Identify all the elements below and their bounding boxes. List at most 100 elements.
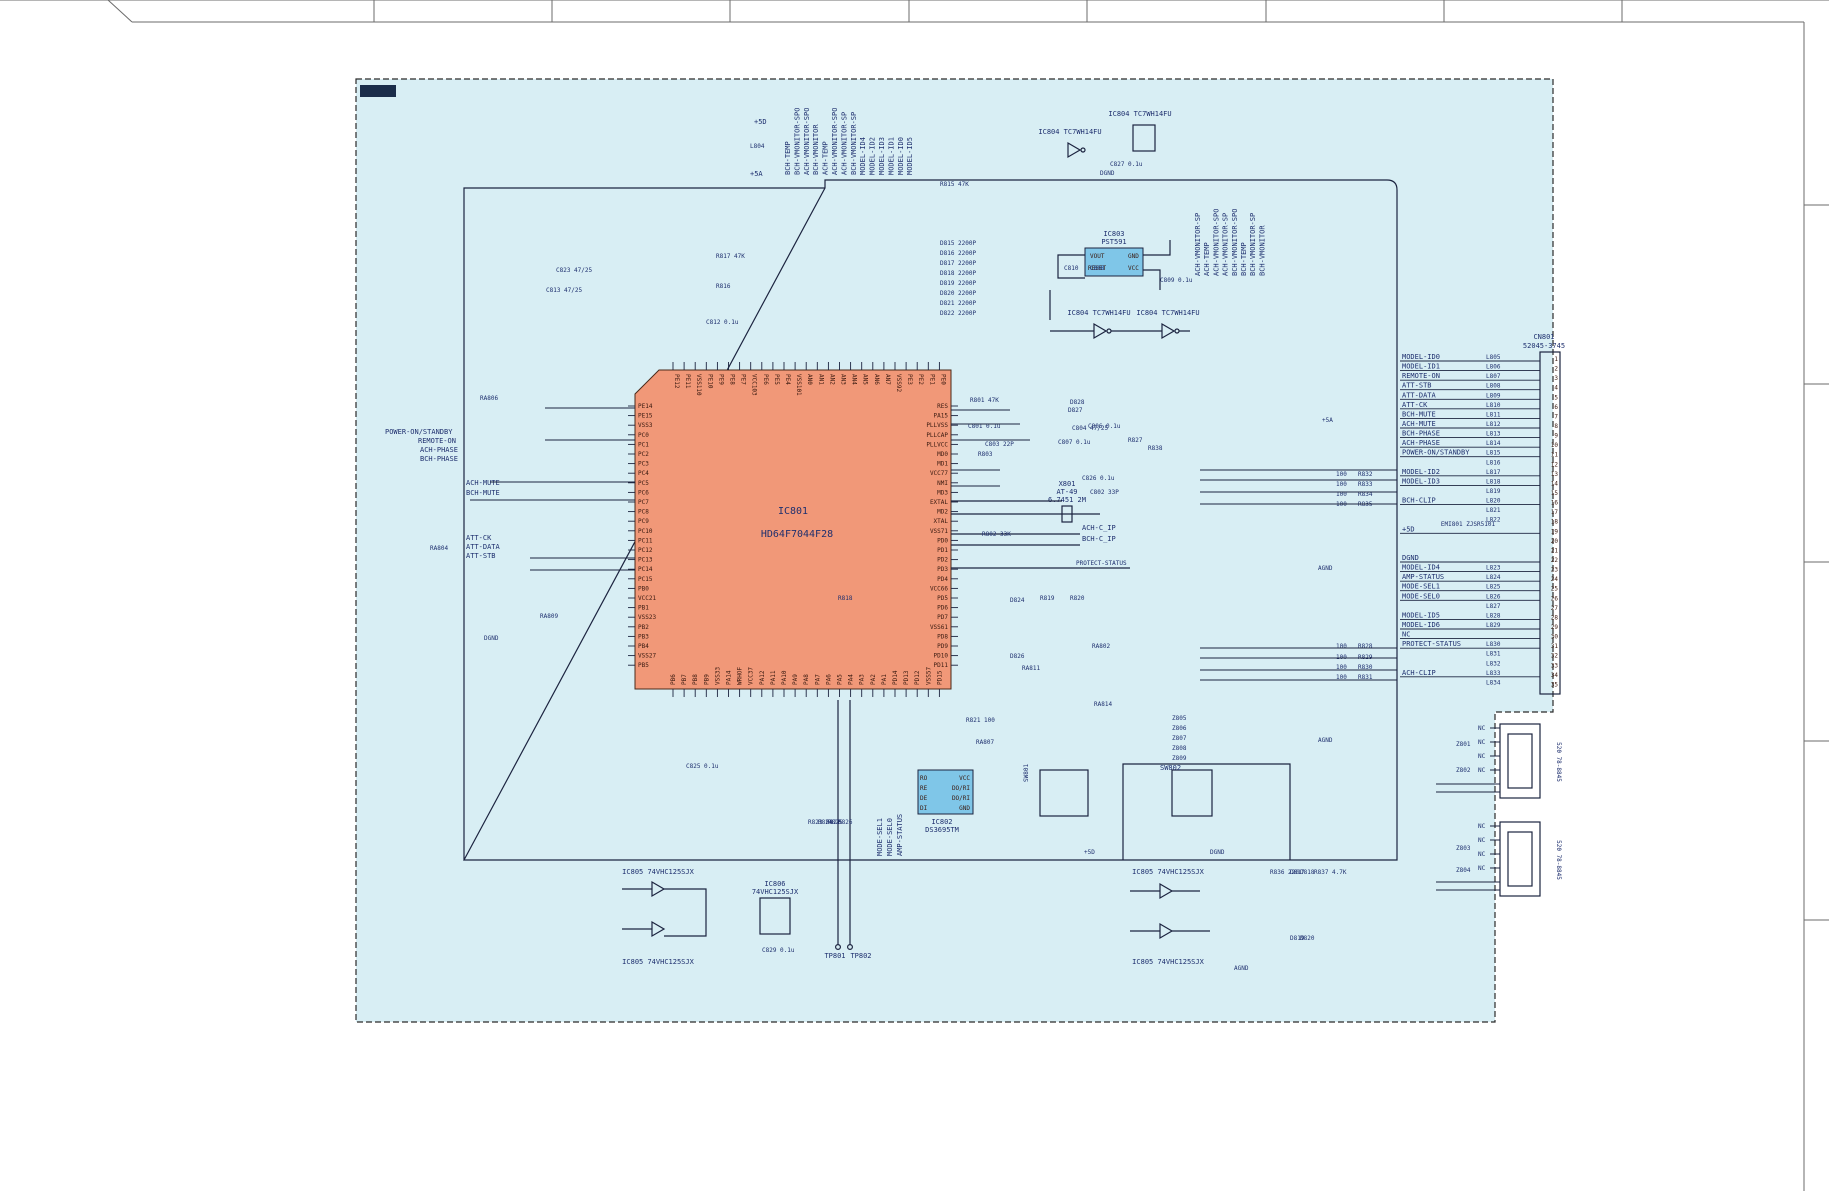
- left-net-label: ACH-PHASE: [420, 446, 458, 454]
- ic803-ref: IC803: [1103, 230, 1124, 238]
- component-label: R820: [1070, 595, 1085, 602]
- ic801-top-pin-label: PE10: [706, 374, 713, 389]
- jack2-nc-2: NC: [1478, 837, 1486, 844]
- ic801-left-pins: PE14PE15VSS3PC0PC1PC2PC3PC4PC5PC6PC7PC8P…: [628, 403, 656, 669]
- ic801-left-pin-label: VSS23: [638, 614, 656, 621]
- cn801-inductor-label: L807: [1486, 373, 1501, 380]
- ic801-top-pin-label: PE0: [939, 374, 946, 385]
- ic801: IC801 HD64F7044F28 PE14PE15VSS3PC0PC1PC2…: [628, 362, 958, 697]
- ic801-right-pin-label: MD1: [937, 461, 948, 468]
- series-resistor-value: 100: [1336, 654, 1347, 661]
- cn801-pin-number: 18: [1551, 519, 1559, 526]
- ic801-bottom-pin-label: PA10: [781, 670, 788, 685]
- dgnd-bottom: DGND: [1210, 849, 1225, 856]
- switch-sw801: SW801: [1023, 764, 1089, 817]
- ic801-top-pin-label: PE9: [717, 374, 724, 385]
- cn801-inductor-label: L819: [1486, 488, 1501, 495]
- cn801-signal-label: MODEL-ID1: [1402, 363, 1440, 371]
- agnd-mid: AGND: [1318, 565, 1333, 572]
- cn801-pin-number: 16: [1551, 500, 1559, 507]
- ic801-bottom-pin-label: PD13: [903, 670, 910, 685]
- net-ach-clip-mid: ACH-C_IP: [1082, 524, 1116, 532]
- cn801-inductor-label: L808: [1486, 383, 1501, 390]
- ic801-left-pin-label: PE15: [638, 413, 653, 420]
- resistor-network-label: RA809: [540, 613, 558, 620]
- cn801-signal-label: NC: [1402, 631, 1410, 639]
- component-label: C801 0.1u: [968, 423, 1001, 430]
- component-label: R837 4.7K: [1314, 869, 1347, 876]
- series-resistor-value: 100: [1336, 491, 1347, 498]
- series-resistor-value: 100: [1336, 674, 1347, 681]
- tp801-label: TP801: [824, 952, 845, 960]
- cn801-inductor-label: L815: [1486, 450, 1501, 457]
- component-label: C803 22P: [985, 441, 1014, 448]
- ic801-left-pin-label: PB3: [638, 633, 649, 640]
- component-label: L804: [750, 143, 765, 150]
- ic804-label-3: IC804 TC7WH14FU: [1067, 309, 1130, 317]
- cn801-inductor-label: L817: [1486, 469, 1501, 476]
- resistor-network-label: RA811: [1022, 665, 1040, 672]
- ic801-bottom-pin-label: PA8: [803, 674, 810, 685]
- cn801-pin-number: 26: [1551, 595, 1559, 602]
- net-bch-clip-mid: BCH-C_IP: [1082, 535, 1116, 543]
- cn801-inductor-label: L833: [1486, 670, 1501, 677]
- ic801-bottom-pin-label: VSS33: [714, 667, 721, 685]
- series-resistor-ref: R828: [1358, 643, 1373, 650]
- ic801-right-pin-label: PD1: [937, 547, 948, 554]
- ic801-left-pin-label: PC7: [638, 499, 649, 506]
- ic805-label-2: IC805 74VHC125SJX: [622, 958, 694, 966]
- top-net-label: BCH-VMONITOR-SPO: [793, 108, 801, 175]
- ic801-top-pin-label: VSS101: [795, 374, 802, 396]
- cn801-inductor-label: L814: [1486, 440, 1501, 447]
- top-net-label: MODEL-ID4: [859, 137, 867, 175]
- component-label: R817 47K: [716, 253, 745, 260]
- component-label: R802 33K: [982, 531, 1011, 538]
- ic801-bottom-pin-label: PB8: [692, 674, 699, 685]
- series-resistor-ref: R832: [1358, 471, 1373, 478]
- component-label: D818: [1300, 869, 1315, 876]
- ic804-group: IC804 TC7WH14FU IC804 TC7WH14FU IC804 TC…: [1038, 110, 1200, 340]
- ic801-top-pin-label: PE3: [906, 374, 913, 385]
- cn801-pin-number: 28: [1551, 614, 1559, 621]
- ic801-right-pin-label: PD6: [937, 605, 948, 612]
- ic801-right-pin-label: VSS61: [930, 624, 948, 631]
- cn801-inductor-label: L805: [1486, 354, 1501, 361]
- component-label: R821 100: [966, 717, 995, 724]
- left-net-label: BCH-PHASE: [420, 455, 458, 463]
- emi801-label: EMI801 ZJSR5101: [1441, 521, 1496, 528]
- component-label: Z803: [1456, 845, 1471, 852]
- component-label: R822: [826, 819, 841, 826]
- ic801-right-pin-label: EXTAL: [930, 499, 948, 506]
- resistor-network-label: RA802: [1092, 643, 1110, 650]
- ic801-left-pin-label: PB1: [638, 605, 649, 612]
- ic801-bottom-pin-label: PB9: [703, 674, 710, 685]
- component-label: C823 47/25: [556, 267, 593, 274]
- component-label: C804 47/25: [1072, 425, 1109, 432]
- cn801-signal-label: ATT-DATA: [1402, 391, 1437, 399]
- ic801-top-pin-label: PE1: [928, 374, 935, 385]
- component-label: R827: [1128, 437, 1143, 444]
- ic802-pin-gnd: GND: [959, 805, 970, 812]
- cn801-pin-number: 7: [1554, 413, 1558, 420]
- ic801-right-pin-label: MD0: [937, 451, 948, 458]
- component-label: C829 0.1u: [762, 947, 795, 954]
- top-net-label: ACH-VMONITOR-SP: [840, 112, 848, 175]
- cn801-signal-label: ATT-STB: [1402, 382, 1432, 390]
- ic801-right-pin-label: VCC77: [930, 470, 948, 477]
- cn801-signal-label: MODEL-ID3: [1402, 477, 1440, 485]
- ic805-label-3: IC805 74VHC125SJX: [1132, 868, 1204, 876]
- cn801-signal-label: MODEL-ID2: [1402, 468, 1440, 476]
- ic806-part: 74VHC125SJX: [752, 888, 799, 896]
- tp802-label: TP802: [850, 952, 871, 960]
- cn801-signal-label: ACH-PHASE: [1402, 439, 1440, 447]
- ic801-left-pin-label: PC3: [638, 461, 649, 468]
- ic801-bottom-pin-label: PB7: [681, 674, 688, 685]
- cn801-pin-number: 30: [1551, 634, 1559, 641]
- ic801-right-pin-label: VCC66: [930, 585, 948, 592]
- ic802-pin-re: RE: [920, 785, 928, 792]
- right-net-label: BCH-VMONITOR: [1258, 225, 1266, 276]
- cn801-inductor-label: L828: [1486, 612, 1501, 619]
